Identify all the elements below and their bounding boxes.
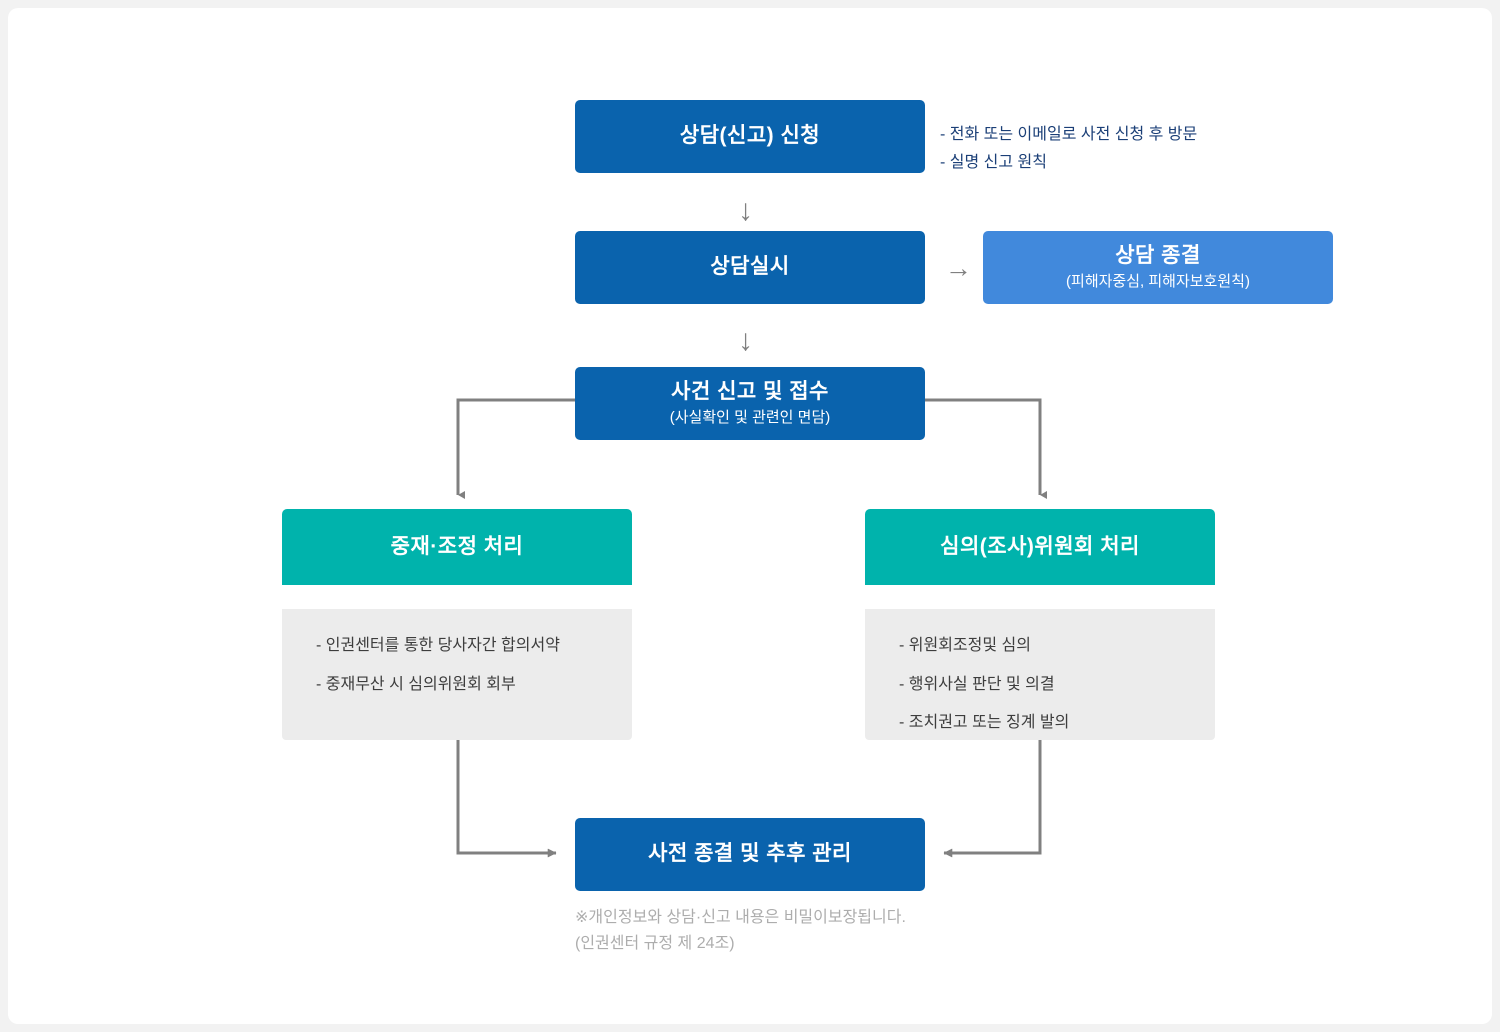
node-report[interactable]: 사건 신고 및 접수 (사실확인 및 관련인 면담): [575, 367, 925, 440]
arrow-down-icon-apply-to-consult: ↓: [738, 194, 753, 227]
list-item: - 중재무산 시 심의위원회 회부: [316, 675, 516, 693]
node-consult-title: 상담실시: [710, 255, 790, 279]
arrow-right-icon-consult-to-end: →: [945, 253, 972, 283]
arrow-down-icon-consult-to-report: ↓: [738, 324, 753, 357]
list-item: - 조치권고 또는 징계 발의: [899, 714, 1070, 732]
list-item: - 위원회조정및 심의: [899, 637, 1031, 654]
footnote: ※개인정보와 상담·신고 내용은 비밀이보장됩니다. (인권센터 규정 제 24…: [575, 905, 906, 956]
detail-committee: - 위원회조정및 심의 - 행위사실 판단 및 의결 - 조치권고 또는 징계 …: [865, 609, 1215, 740]
footnote-line-1: ※개인정보와 상담·신고 내용은 비밀이보장됩니다.: [575, 909, 906, 926]
node-closure-title: 사전 종결 및 추후 관리: [648, 842, 852, 866]
annotation-apply: - 전화 또는 이메일로 사전 신청 후 방문 - 실명 신고 원칙: [940, 121, 1197, 177]
annotation-line-2: - 실명 신고 원칙: [940, 154, 1047, 171]
node-consult-end-subtitle: (피해자중심, 피해자보호원칙): [1066, 273, 1250, 291]
node-apply[interactable]: 상담(신고) 신청: [575, 100, 925, 173]
detail-mediation-list: - 인권센터를 통한 당사자간 합의서약 - 중재무산 시 심의위원회 회부: [316, 637, 598, 693]
footnote-line-2: (인권센터 규정 제 24조): [575, 934, 735, 952]
connector-report-to-mediation: [456, 398, 575, 499]
node-committee-title: 심의(조사)위원회 처리: [940, 534, 1140, 558]
detail-mediation: - 인권센터를 통한 당사자간 합의서약 - 중재무산 시 심의위원회 회부: [282, 609, 632, 740]
node-committee[interactable]: 심의(조사)위원회 처리: [865, 509, 1215, 585]
diagram-panel: 상담(신고) 신청 - 전화 또는 이메일로 사전 신청 후 방문 - 실명 신…: [8, 8, 1492, 1024]
connector-report-to-committee: [925, 398, 1047, 499]
list-item: - 인권센터를 통한 당사자간 합의서약: [316, 637, 560, 654]
node-apply-title: 상담(신고) 신청: [679, 124, 821, 148]
node-mediation-title: 중재·조정 처리: [390, 534, 524, 558]
node-report-title: 사건 신고 및 접수: [671, 380, 829, 404]
detail-committee-list: - 위원회조정및 심의 - 행위사실 판단 및 의결 - 조치권고 또는 징계 …: [899, 637, 1181, 732]
node-closure[interactable]: 사전 종결 및 추후 관리: [575, 818, 925, 891]
list-item: - 행위사실 판단 및 의결: [899, 675, 1055, 693]
node-consult-end-title: 상담 종결: [1115, 244, 1201, 268]
annotation-line-1: - 전화 또는 이메일로 사전 신청 후 방문: [940, 126, 1198, 143]
connector-mediation-to-closure: [456, 740, 557, 858]
connector-committee-to-closure: [943, 740, 1042, 858]
node-consult[interactable]: 상담실시: [575, 231, 925, 304]
node-mediation[interactable]: 중재·조정 처리: [282, 509, 632, 585]
node-report-subtitle: (사실확인 및 관련인 면담): [669, 409, 831, 427]
node-consult-end[interactable]: 상담 종결 (피해자중심, 피해자보호원칙): [983, 231, 1333, 304]
